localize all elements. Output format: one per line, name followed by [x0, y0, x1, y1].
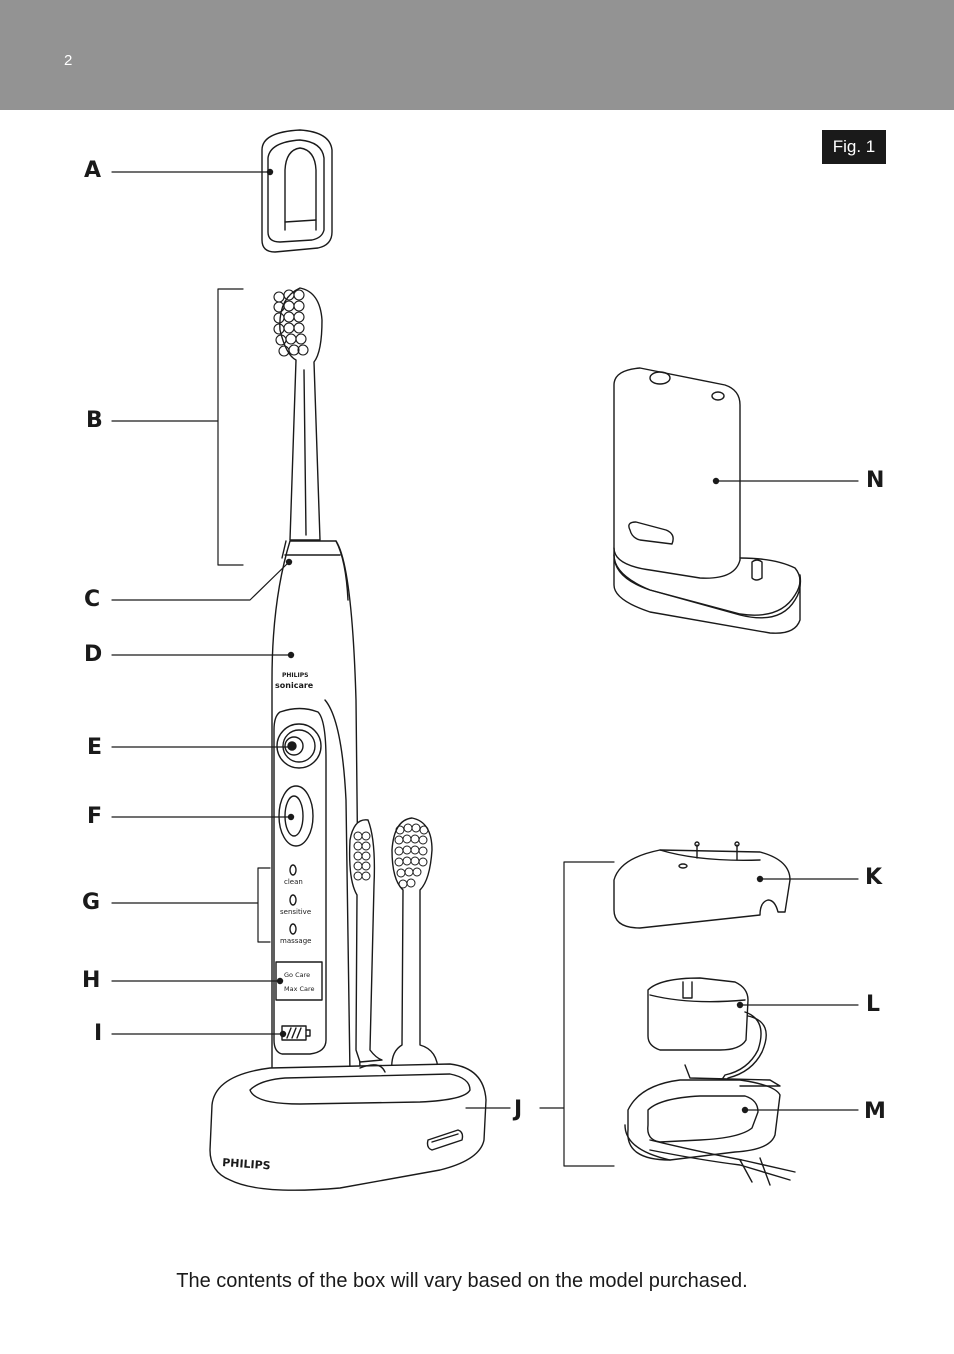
- care-option-max: Max Care: [284, 985, 315, 993]
- handle-product-logo: sonicare: [275, 681, 314, 690]
- mode-label-sensitive: sensitive: [280, 908, 311, 916]
- mode-label-clean: clean: [284, 878, 303, 886]
- leader-dots: [266, 168, 764, 1114]
- figure-label: Fig. 1: [822, 130, 886, 164]
- care-option-go: Go Care: [284, 971, 310, 979]
- part-letter-b: B: [86, 408, 103, 433]
- part-letter-n: N: [866, 468, 885, 493]
- part-letter-a: A: [84, 158, 102, 183]
- part-letter-j: J: [514, 1097, 523, 1122]
- protective-cap-drawing: [261, 129, 333, 253]
- part-letter-c: C: [84, 587, 101, 612]
- figure-caption: The contents of the box will vary based …: [176, 1270, 748, 1292]
- mode-label-massage: massage: [280, 937, 311, 945]
- page-header-bar: 2: [0, 0, 954, 110]
- base-brand-logo: PHILIPS: [222, 1156, 271, 1172]
- cord-holder-drawing: [624, 1064, 796, 1186]
- travel-case-drawing: [613, 367, 802, 634]
- spare-brush-heads-drawing: [348, 817, 439, 1073]
- part-letter-l: L: [866, 992, 881, 1017]
- brush-head-drawing: [273, 287, 323, 541]
- part-letter-m: M: [864, 1099, 886, 1124]
- part-letter-f: F: [87, 804, 103, 829]
- part-letter-h: H: [82, 968, 101, 993]
- page-number: 2: [64, 52, 73, 69]
- leader-lines: [111, 171, 859, 1167]
- part-letter-e: E: [87, 735, 103, 760]
- part-letter-i: I: [94, 1021, 103, 1046]
- part-letter-k: K: [865, 865, 883, 890]
- charger-cover-drawing: [613, 841, 791, 929]
- part-letter-g: G: [82, 890, 101, 915]
- charger-drawing: [647, 977, 767, 1093]
- charger-base-drawing: [209, 1063, 487, 1191]
- handle-brand-logo: PHILIPS: [282, 672, 308, 679]
- handle-drawing: [271, 540, 361, 1094]
- part-letter-d: D: [84, 642, 103, 667]
